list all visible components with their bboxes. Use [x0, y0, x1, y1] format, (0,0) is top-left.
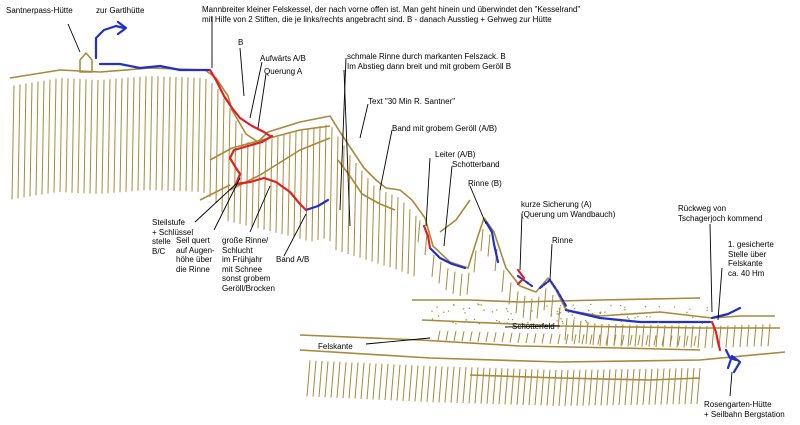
label-aufwaerts: Aufwärts A/B	[260, 54, 306, 63]
label-rinne: Rinne	[552, 236, 573, 245]
label-gesicherte-stelle: 1. gesicherte Stelle über Felskante ca. …	[728, 240, 774, 278]
trail-red	[208, 68, 722, 352]
label-leiter: Leiter (A/B)	[435, 150, 476, 159]
label-santnerpass-huette: Santnerpass-Hütte	[6, 6, 73, 15]
label-kurze-sicherung: kurze Sicherung (A) (Querung um Wandbauc…	[521, 200, 616, 219]
label-band-ab: Band A/B	[276, 255, 310, 264]
label-schotterfeld: Schotterfeld	[512, 322, 555, 331]
label-text-30min: Text "30 Min R. Santner"	[368, 97, 456, 106]
label-felskessel: Mannbreiter kleiner Felskessel, der nach…	[202, 5, 581, 24]
label-schmale-rinne: schmale Rinne durch markanten Felszack. …	[347, 52, 512, 71]
label-band-geroell: Band mit grobem Geröll (A/B)	[392, 124, 497, 133]
scree-dots	[431, 303, 708, 325]
label-grade-b: B	[238, 38, 244, 47]
leader-lines	[67, 16, 733, 397]
label-rosengarten: Rosengarten-Hütte + Seilbahn Bergstation	[704, 400, 785, 419]
label-grosse-rinne: große Rinne/ Schlucht im Frühjahr mit Sc…	[222, 236, 275, 293]
label-zur-gartlhuette: zur Gartlhütte	[96, 6, 145, 15]
label-rinne-b: Rinne (B)	[468, 179, 502, 188]
rock-hatching	[11, 76, 771, 407]
trail-blue	[94, 20, 742, 374]
label-seil-quert: Seil quert auf Augen- höhe über die Rinn…	[176, 236, 215, 274]
label-schotterband: Schotterband	[452, 160, 500, 169]
label-felskante: Felskante	[318, 342, 353, 351]
santnerpass-hut-icon	[79, 51, 93, 73]
label-steilstufe: Steilstufe + Schlüssel stelle B/C	[152, 218, 194, 256]
label-rueckweg: Rückweg von Tschagerjoch kommend	[678, 204, 763, 223]
label-querung-a: Querung A	[264, 67, 303, 76]
